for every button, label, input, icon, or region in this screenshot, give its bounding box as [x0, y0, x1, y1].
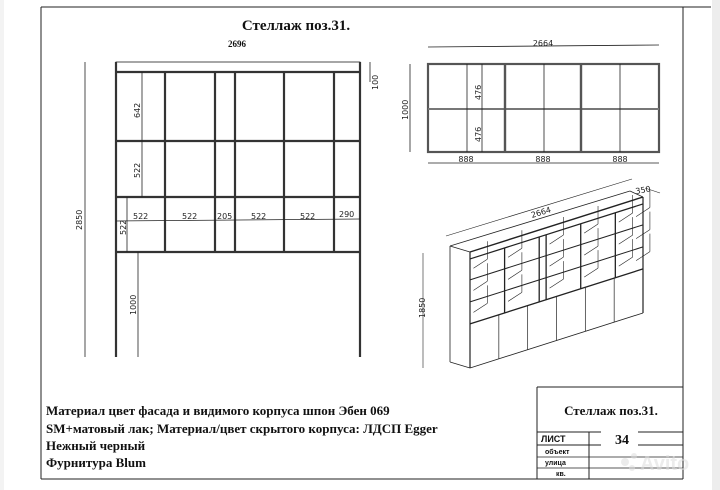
object-label: объект	[545, 448, 570, 456]
iso-shelf-depth	[507, 292, 523, 302]
front-elevation: 2850 100 642 522 522 1000 522 522 205 52…	[75, 61, 380, 357]
material-line-1: Материал цвет фасада и видимого корпуса …	[46, 403, 390, 418]
iso-shelf-depth	[635, 207, 651, 217]
iso-shelf-depth	[473, 259, 488, 269]
iso-top-edge	[469, 196, 644, 253]
dim-col-1: 522	[133, 212, 148, 221]
dim-iso-depth: 350	[635, 184, 652, 196]
top-band	[115, 61, 361, 73]
iso-shelf-depth	[635, 229, 651, 239]
iso-shelf-depth	[618, 256, 633, 267]
iso-shelf-depth	[618, 234, 633, 245]
dim-plan-half-2: 476	[474, 127, 483, 142]
iso-top-back	[449, 190, 631, 247]
dim-section-1: 888	[458, 155, 473, 164]
iso-shelf-depth	[549, 234, 564, 245]
dim-col-6: 290	[339, 210, 354, 219]
iso-shelf	[469, 224, 644, 281]
iso-shelf-depth	[507, 270, 523, 280]
iso-shelf-depth	[473, 281, 488, 291]
street-label: улица	[545, 460, 566, 467]
dim-row-3: 522	[119, 220, 128, 235]
dim-overall-height: 2850	[75, 210, 84, 230]
iso-shelf-depth	[549, 278, 564, 289]
sheet-label: ЛИСТ	[541, 434, 566, 444]
iso-shelf-depth	[584, 223, 599, 234]
title-block: Стеллаж поз.31. ЛИСТ 34 объект улица кв.	[536, 386, 683, 479]
isometric-view	[422, 178, 661, 369]
iso-top-band	[469, 203, 644, 260]
iso-dim-width	[445, 178, 633, 237]
dim-plan-width: 2664	[533, 39, 553, 48]
iso-shelf	[469, 246, 644, 303]
iso-shelf-depth	[635, 251, 651, 261]
iso-shelf-depth	[507, 248, 523, 258]
dim-top-band: 100	[371, 75, 380, 90]
dim-row-2: 522	[133, 163, 142, 178]
dim-row-1: 642	[133, 103, 142, 118]
page-margin	[712, 0, 720, 490]
material-line-3: Нежный черный	[46, 438, 146, 453]
iso-side-bottom	[449, 361, 471, 369]
dim-iso-height: 1850	[418, 298, 427, 318]
dim-col-2: 522	[182, 212, 197, 221]
iso-top-right	[629, 190, 644, 198]
dim-iso-width: 2664	[530, 205, 552, 220]
title-block-title: Стеллаж поз.31.	[564, 403, 658, 418]
dim-col-3: 205	[217, 212, 232, 221]
dim-overall-width: 2696	[228, 39, 247, 49]
iso-side-top	[449, 245, 471, 253]
dim-plan-half-1: 476	[474, 85, 483, 100]
avito-watermark: Avito	[621, 453, 689, 475]
sheet-number: 34	[615, 433, 629, 448]
watermark-text: Avito	[640, 453, 689, 475]
page-margin	[0, 0, 4, 490]
dim-section-3: 888	[612, 155, 627, 164]
iso-shelf-depth	[584, 267, 599, 278]
dim-plan-height: 1000	[401, 100, 410, 120]
dim-leg-height: 1000	[129, 295, 138, 315]
iso-dim-depth	[644, 187, 661, 194]
dim-col-5: 522	[300, 212, 315, 221]
iso-shelf-depth	[473, 303, 488, 313]
iso-shelf-depth	[618, 212, 633, 223]
iso-shelf-depth	[584, 245, 599, 256]
sheet-frame	[40, 6, 711, 480]
materials-note: Материал цвет фасада и видимого корпуса …	[46, 403, 438, 470]
plan-view: 2664 1000 476 476 888 888 888	[401, 39, 661, 164]
drawing-title: Стеллаж поз.31.	[242, 18, 351, 34]
dim-section-2: 888	[535, 155, 550, 164]
apt-label: кв.	[556, 471, 566, 478]
iso-shelf-depth	[549, 256, 564, 267]
dim-col-4: 522	[251, 212, 266, 221]
material-line-4: Фурнитура Blum	[46, 455, 146, 470]
material-line-2: SM+матовый лак; Материал/цвет скрытого к…	[46, 421, 438, 436]
